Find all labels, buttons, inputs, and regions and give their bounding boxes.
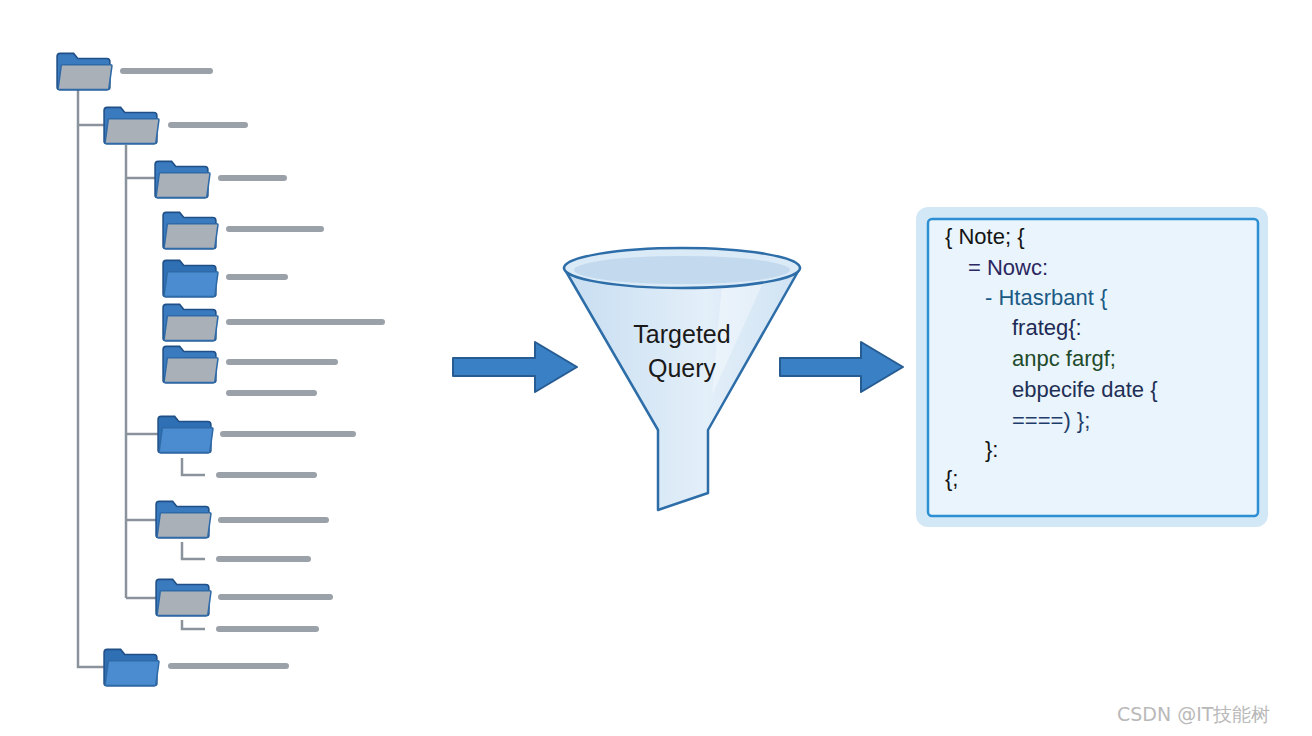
- code-line: ====) };: [1012, 407, 1090, 435]
- folder-icon: [57, 53, 112, 89]
- tree-branch: [126, 597, 156, 600]
- code-box-border: [928, 219, 1258, 516]
- code-line: = Nowc:: [968, 254, 1048, 282]
- folder-icon: [163, 346, 218, 382]
- tree-branch: [182, 458, 205, 475]
- code-line: { Note; {: [945, 223, 1025, 251]
- code-line: ebpecife date {: [1012, 376, 1158, 404]
- name-placeholder: [221, 175, 284, 181]
- tree-branch: [126, 177, 155, 180]
- code-box: { Note; { = Nowc:- Htasrbant {frateg{: anp…: [916, 207, 1268, 527]
- folder-icon: [155, 161, 210, 197]
- name-placeholder: [219, 472, 314, 478]
- funnel-label: Targeted Query: [617, 317, 747, 385]
- code-box-halo: [916, 207, 1268, 527]
- code-line: frateg{:: [1012, 314, 1082, 342]
- folder-icon: [156, 579, 211, 615]
- watermark: CSDN @IT技能树: [1117, 702, 1270, 728]
- tree-branch: [126, 433, 158, 436]
- name-placeholder: [229, 274, 285, 280]
- code-line: {;: [945, 465, 958, 493]
- folder-icons: [57, 53, 218, 685]
- folder-icon: [156, 501, 211, 537]
- name-placeholder: [171, 122, 245, 128]
- name-placeholder: [229, 226, 321, 232]
- tree-branch: [126, 519, 156, 522]
- folder-icon: [104, 649, 159, 685]
- tree-branch: [182, 620, 205, 629]
- funnel-opening: [574, 256, 790, 284]
- name-placeholder: [229, 359, 335, 365]
- folder-icon: [158, 416, 213, 452]
- funnel-shape: Targeted Query: [562, 245, 802, 515]
- funnel-rim: [564, 248, 800, 288]
- tree-branch: [78, 124, 104, 127]
- code-line: - Htasrbant {: [985, 284, 1107, 312]
- tree-branch: [182, 542, 205, 559]
- name-placeholder: [123, 68, 210, 74]
- name-placeholder: [219, 556, 308, 562]
- folder-icon: [163, 260, 218, 296]
- folder-icon: [163, 304, 218, 340]
- code-line: anpc fargf;: [1012, 345, 1116, 373]
- name-placeholder: [171, 663, 286, 669]
- block-arrow: [453, 342, 577, 392]
- placeholder-lines: [123, 71, 382, 666]
- folder-icon: [163, 212, 218, 248]
- name-placeholder: [221, 594, 330, 600]
- name-placeholder: [219, 626, 316, 632]
- folder-icon: [104, 107, 159, 143]
- name-placeholder: [229, 390, 314, 396]
- name-placeholder: [229, 319, 382, 325]
- tree-trunk: [125, 145, 128, 598]
- code-line: }:: [985, 436, 998, 464]
- tree-trunk: [78, 90, 104, 667]
- name-placeholder: [223, 431, 353, 437]
- block-arrow: [780, 342, 903, 392]
- name-placeholder: [221, 517, 326, 523]
- funnel-cone: [564, 268, 800, 510]
